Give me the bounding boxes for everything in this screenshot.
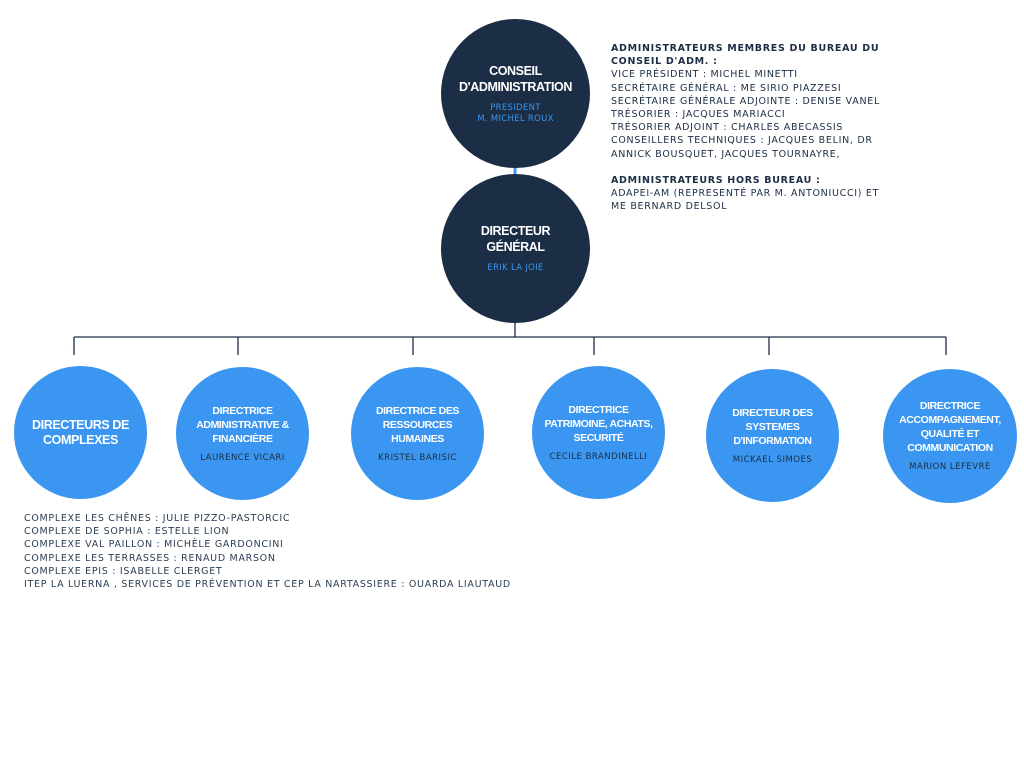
direction-head-name: LAURENCE VICARI bbox=[200, 452, 285, 463]
complexe-item: COMPLEXE LES TERRASSES : RENAUD MARSON bbox=[24, 552, 276, 564]
complexe-item: COMPLEXE EPIS : ISABELLE CLERGET bbox=[24, 565, 223, 577]
direction-title: DIRECTRICE DES RESSOURCES HUMAINES bbox=[375, 404, 460, 445]
board-member: CONSEILLERS TECHNIQUES : JACQUES BELIN, … bbox=[611, 135, 873, 160]
direction-accompagnement-qualite-node: DIRECTRICE ACCOMPAGNEMENT, QUALITÉ ET CO… bbox=[883, 369, 1017, 503]
board-member: TRÉSORIER : JACQUES MARIACCI bbox=[611, 109, 786, 121]
directeurs-complexes-node: DIRECTEURS DE COMPLEXES bbox=[14, 366, 147, 499]
complexe-item: COMPLEXE DE SOPHIA : ESTELLE LION bbox=[24, 526, 230, 538]
board-member: SECRÉTAIRE GÉNÉRAL : ME SIRIO PIAZZESI bbox=[611, 82, 842, 94]
conseil-president-role: PRESIDENT bbox=[490, 102, 541, 113]
directeur-general-node: DIRECTEUR GÉNÉRAL ERIK LA JOIE bbox=[441, 174, 590, 323]
direction-head-name: MARION LEFEVRE bbox=[909, 462, 991, 472]
board-members-panel: ADMINISTRATEURS MEMBRES DU BUREAU DU CON… bbox=[611, 42, 881, 213]
direction-title: DIRECTRICE ACCOMPAGNEMENT, QUALITÉ ET CO… bbox=[899, 400, 1001, 454]
complexes-list: COMPLEXE LES CHÊNES : JULIE PIZZO-PASTOR… bbox=[24, 512, 584, 591]
complexe-item: COMPLEXE VAL PAILLON : MICHÈLE GARDONCIN… bbox=[24, 539, 284, 551]
direction-head-name: KRISTEL BARISIC bbox=[378, 452, 457, 463]
board-member: TRÉSORIER ADJOINT : CHARLES ABECASSIS bbox=[611, 122, 844, 134]
conseil-president: PRESIDENT M. MICHEL ROUX bbox=[477, 103, 554, 125]
board-heading: ADMINISTRATEURS MEMBRES DU BUREAU DU CON… bbox=[611, 43, 880, 68]
board-member: SECRÉTAIRE GÉNÉRALE ADJOINTE : DENISE VA… bbox=[611, 95, 880, 107]
direction-head-name: MICKAEL SIMOES bbox=[732, 454, 813, 465]
board-member: VICE PRÉSIDENT : MICHEL MINETTI bbox=[611, 69, 798, 81]
dg-title: DIRECTEUR GÉNÉRAL bbox=[480, 224, 551, 254]
direction-title: DIRECTEURS DE COMPLEXES bbox=[32, 417, 129, 447]
conseil-title: CONSEIL D'ADMINISTRATION bbox=[459, 63, 572, 94]
direction-systemes-information-node: DIRECTEUR DES SYSTEMES D'INFORMATION MIC… bbox=[706, 369, 839, 502]
direction-title: DIRECTEUR DES SYSTEMES D'INFORMATION bbox=[732, 406, 813, 447]
hors-bureau-members: ADAPEI-AM (REPRESENTÉ PAR M. ANTONIUCCI)… bbox=[611, 188, 880, 213]
conseil-administration-node: CONSEIL D'ADMINISTRATION PRESIDENT M. MI… bbox=[441, 19, 590, 168]
direction-patrimoine-node: DIRECTRICE PATRIMOINE, ACHATS, SECURITÉ … bbox=[532, 366, 665, 499]
conseil-president-name: M. MICHEL ROUX bbox=[477, 113, 554, 124]
hors-bureau-heading: ADMINISTRATEURS HORS BUREAU : bbox=[611, 174, 821, 186]
complexe-item: COMPLEXE LES CHÊNES : JULIE PIZZO-PASTOR… bbox=[24, 513, 291, 524]
direction-title: DIRECTRICE PATRIMOINE, ACHATS, SECURITÉ bbox=[544, 403, 653, 444]
direction-title: DIRECTRICE ADMINISTRATIVE & FINANCIÈRE bbox=[196, 404, 289, 445]
direction-ressources-humaines-node: DIRECTRICE DES RESSOURCES HUMAINES KRIST… bbox=[351, 367, 484, 500]
complexe-item: ITEP LA LUERNA , SERVICES DE PRÉVENTION … bbox=[24, 579, 511, 591]
direction-head-name: CECILE BRANDINELLI bbox=[549, 451, 648, 462]
dg-name: ERIK LA JOIE bbox=[487, 263, 544, 273]
direction-administrative-financiere-node: DIRECTRICE ADMINISTRATIVE & FINANCIÈRE L… bbox=[176, 367, 309, 500]
